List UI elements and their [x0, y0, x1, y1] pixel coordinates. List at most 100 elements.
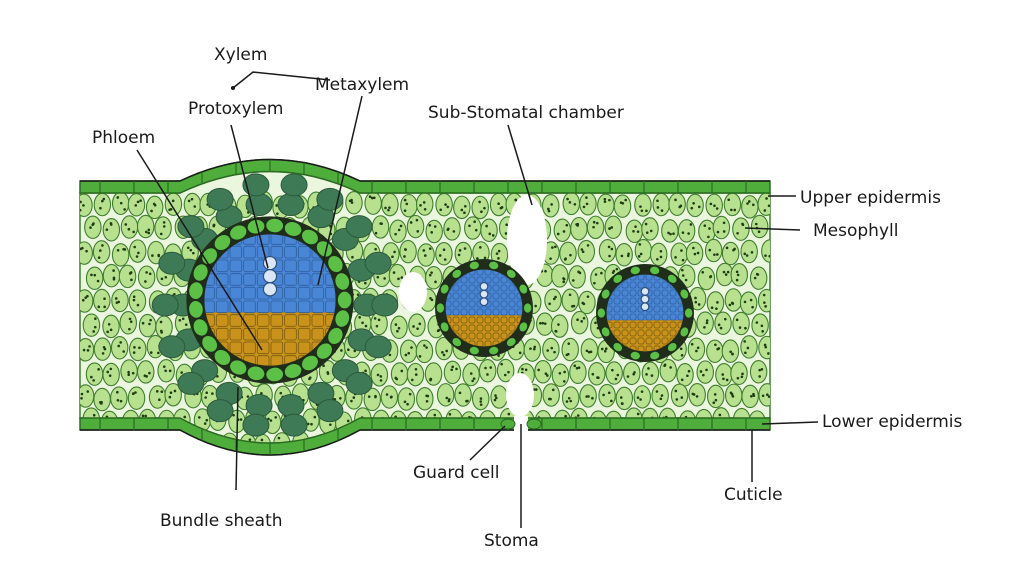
bundle-sheath-cell [505, 268, 517, 280]
mesophyll-cell [579, 384, 597, 408]
mesophyll-cell [670, 242, 688, 266]
mesophyll-cell [137, 265, 156, 289]
bundle-sheath-cell [334, 271, 351, 291]
mesophyll-cell [93, 288, 111, 313]
mesophyll-cell [715, 363, 733, 387]
xylem-vessel [479, 281, 489, 291]
bundle-sheath-cell [192, 318, 209, 337]
mesophyll-cell [596, 430, 615, 443]
mesophyll-cell [141, 458, 157, 480]
mesophyll-cell [587, 459, 603, 481]
mesophyll-cell [569, 360, 587, 385]
mesophyll-cell [649, 242, 668, 267]
bundle-sheath-cell [336, 290, 353, 310]
bundle-sheath-cell [487, 260, 500, 271]
mesophyll-cell [370, 363, 389, 387]
mesophyll-cell [109, 432, 127, 443]
mesophyll-cell [193, 456, 209, 478]
mesophyll-cell [734, 459, 750, 481]
mesophyll-cell [687, 337, 706, 361]
bundle-sheath-cell [187, 299, 204, 319]
mesophyll-cell [82, 313, 101, 337]
bundle-sheath-cell [187, 281, 204, 301]
mesophyll-cell [136, 360, 155, 384]
mesophyll-cell [695, 457, 711, 479]
bundle-sheath-cell [451, 268, 463, 280]
parenchyma-cell [345, 215, 373, 239]
parenchyma-cell [151, 293, 179, 317]
upper-epidermis [79, 158, 771, 194]
mesophyll-cell [651, 383, 669, 408]
mesophyll-cell [102, 218, 121, 242]
mesophyll-cell [740, 239, 758, 264]
bundle-sheath-cell [228, 224, 248, 241]
mesophyll-cell [406, 362, 425, 387]
mesophyll-cell [111, 243, 130, 267]
mesophyll-cell [578, 290, 596, 315]
mesophyll-cell [721, 241, 740, 266]
mesophyll-cell [559, 241, 577, 266]
mesophyll-cell [443, 360, 462, 385]
mesophyll-cell [371, 215, 390, 239]
mesophyll-cell [578, 434, 596, 443]
mesophyll-cell [282, 460, 298, 482]
mesophyll-cell [436, 383, 455, 407]
parenchyma-cell [280, 173, 308, 197]
mesophyll-cell [146, 334, 165, 359]
mesophyll-cell [568, 265, 586, 289]
mesophyll-cell [102, 263, 121, 288]
mesophyll-cell [598, 383, 616, 408]
mesophyll-cell [400, 193, 418, 218]
mesophyll-cell [662, 458, 678, 480]
mesophyll-cell [617, 433, 635, 443]
mesophyll-cell [231, 458, 247, 480]
mesophyll-cell [415, 339, 434, 364]
mesophyll-cell [110, 386, 128, 410]
parenchyma-cell [277, 193, 305, 217]
mesophyll-cell [631, 435, 649, 443]
mesophyll-cell [120, 359, 138, 383]
bundle-sheath-cell [648, 350, 661, 361]
parenchyma-cell [364, 335, 392, 359]
mesophyll-cell [264, 458, 280, 480]
parenchyma-cell [245, 393, 273, 417]
bundle-sheath-cell [326, 326, 344, 346]
mesophyll-cell [356, 456, 372, 478]
mesophyll-cell [758, 335, 770, 360]
mesophyll-cell [390, 362, 409, 386]
mesophyll-cell [550, 314, 569, 338]
parenchyma-cell [177, 371, 205, 395]
mesophyll-cell [641, 217, 659, 241]
mesophyll-cell [102, 457, 118, 479]
mesophyll-cell [730, 361, 748, 386]
bundle-sheath-cell [213, 348, 232, 367]
parenchyma-cell [371, 293, 399, 317]
mesophyll-cell [85, 362, 104, 386]
mesophyll-cell [120, 215, 139, 239]
parenchyma-cell [242, 173, 270, 197]
mesophyll-cell [562, 191, 581, 216]
bundle-parenchyma [151, 173, 399, 437]
xylem-vessel [479, 297, 489, 307]
mesophyll-cell [183, 192, 202, 217]
bundle-sheath-cell [228, 359, 248, 376]
mesophyll-cell [435, 434, 454, 443]
mesophyll-cell [155, 315, 173, 339]
bundle-sheath-cell [666, 273, 678, 285]
mesophyll-cell [561, 288, 579, 312]
mesophyll-cell [740, 432, 758, 443]
mesophyll-cell [625, 456, 641, 478]
mesophyll-cell [399, 239, 417, 264]
mesophyll-cell [714, 311, 732, 335]
mesophyll-cell [489, 192, 508, 217]
bundle-sheath-cell [265, 366, 285, 383]
mesophyll-cell [696, 311, 714, 335]
mesophyll-cell [523, 432, 542, 443]
mesophyll-cell [633, 385, 652, 409]
mesophyll-cell [758, 383, 770, 407]
mesophyll-cell [128, 337, 147, 362]
mesophyll-cell [598, 238, 617, 263]
mesophyll-cell [542, 337, 560, 362]
leader-lines [136, 71, 819, 528]
mesophyll-cell [749, 266, 768, 290]
